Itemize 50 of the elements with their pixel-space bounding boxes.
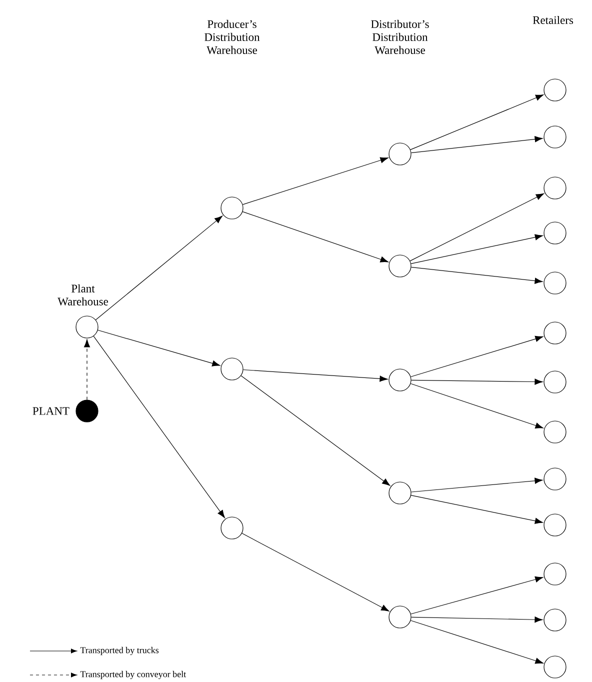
arrow	[410, 576, 544, 614]
node-circle	[544, 608, 566, 632]
arrow	[410, 266, 543, 284]
node-circle	[220, 196, 244, 220]
node-circle	[544, 176, 566, 200]
node-circle	[388, 254, 412, 278]
arrow	[410, 495, 543, 524]
node-circle	[544, 126, 566, 148]
arrow	[93, 336, 225, 518]
node-circle	[388, 142, 412, 166]
node-circle	[544, 222, 566, 244]
node-circle	[388, 606, 412, 628]
arrow	[242, 157, 388, 205]
arrow	[410, 620, 544, 664]
dashed-arrow	[84, 339, 90, 400]
node-circle	[220, 516, 244, 540]
arrow	[410, 136, 543, 154]
node-label: Plant Warehouse	[58, 284, 108, 306]
arrow	[410, 94, 544, 150]
arrow	[98, 330, 220, 366]
arrow	[95, 216, 223, 320]
arrow	[411, 378, 543, 385]
arrow	[242, 369, 388, 382]
arrow	[410, 193, 544, 262]
node-circle	[544, 78, 566, 102]
node-label: PLANT	[32, 407, 70, 415]
node-circle	[544, 420, 566, 444]
node-circle	[388, 368, 412, 392]
node-circle	[544, 322, 566, 344]
node-circle	[544, 370, 566, 394]
node-circle	[544, 656, 566, 678]
column-heading: Producer’s Distribution Warehouse	[204, 20, 260, 54]
arrow	[410, 383, 544, 429]
node-circle	[544, 272, 566, 294]
node-circle	[544, 562, 566, 586]
arrow	[410, 478, 543, 492]
arrow	[242, 211, 388, 262]
arrow	[411, 616, 543, 623]
arrow	[410, 234, 543, 264]
node-circle	[220, 358, 244, 380]
arrow	[410, 336, 544, 378]
node-circle	[544, 468, 566, 490]
arrow	[240, 375, 390, 486]
node-circle	[544, 514, 566, 536]
node-circle	[388, 482, 412, 504]
column-heading: Retailers	[532, 16, 574, 24]
legend-text: Transported by conveyor belt	[80, 670, 186, 680]
arrow	[242, 533, 390, 612]
column-heading: Distributor’s Distribution Warehouse	[371, 20, 429, 54]
legend-text: Transported by trucks	[80, 646, 159, 656]
